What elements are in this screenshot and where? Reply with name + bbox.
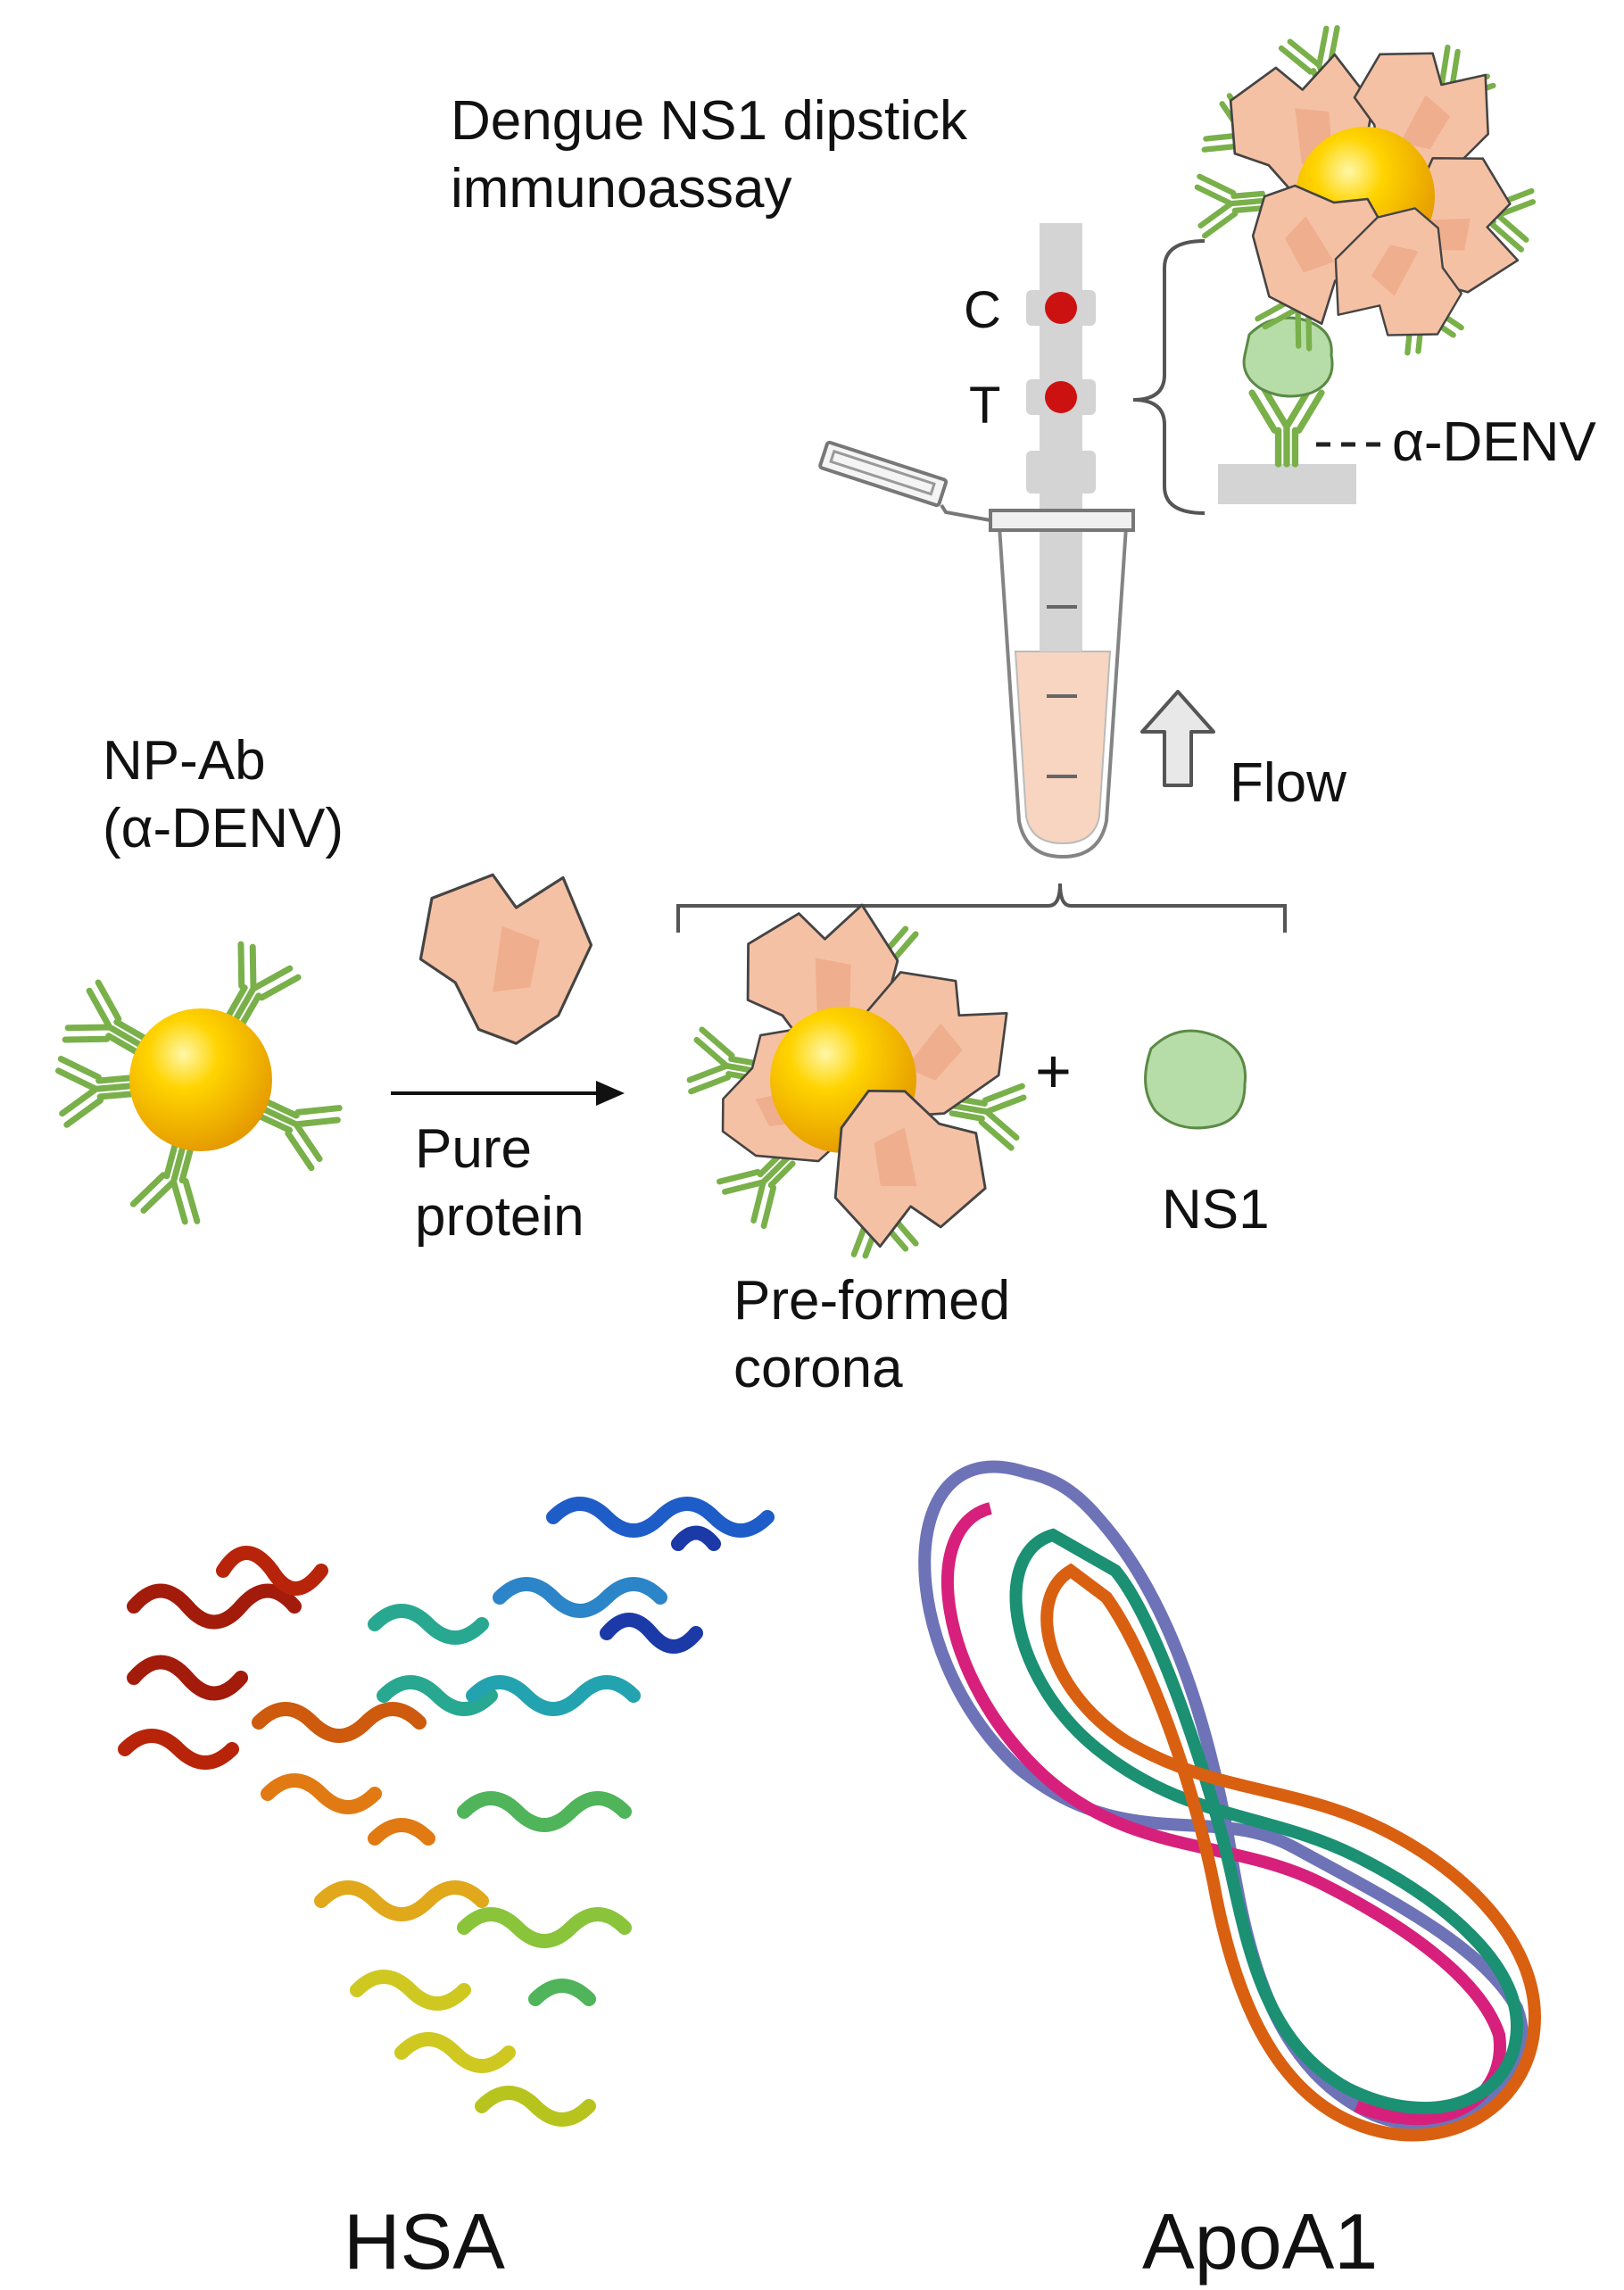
pure-protein-icon (418, 873, 593, 1045)
corona-bracket (676, 883, 1287, 933)
pure-protein-line-2: protein (415, 1185, 584, 1248)
control-line-dot (1045, 292, 1077, 324)
test-line-label: T (969, 377, 1001, 435)
hsa-structure-image (118, 1497, 775, 2127)
title-line-2: immunoassay (451, 157, 792, 220)
strip-pad (1218, 464, 1356, 504)
flow-label: Flow (1230, 752, 1346, 814)
pure-protein-label: Pure protein (415, 1116, 584, 1250)
corona-label: Pre-formed corona (733, 1267, 1010, 1402)
plus-sign: + (1035, 1036, 1072, 1106)
pre-formed-corona-complex (688, 896, 1031, 1257)
np-ab-label: NP-Ab (α-DENV) (103, 727, 344, 862)
ns1-free-icon (1144, 1029, 1247, 1130)
np-ab-label-line-2: (α-DENV) (103, 797, 344, 859)
apoa1-structure-image (918, 1460, 1542, 2142)
np-corona-complex-zoom (1197, 25, 1535, 356)
control-line-label: C (964, 281, 1001, 339)
flow-arrow-icon (1140, 690, 1215, 787)
ns1-bound-icon (1242, 316, 1334, 398)
corona-label-line-2: corona (733, 1337, 903, 1399)
ns1-label: NS1 (1162, 1179, 1270, 1240)
diagram-title: Dengue NS1 dipstick immunoassay (451, 87, 967, 222)
np-ab-particle (57, 942, 342, 1225)
eppendorf-tube (818, 440, 1135, 859)
capture-antibody-label: α-DENV (1392, 411, 1596, 473)
apoa1-label: ApoA1 (1142, 2197, 1379, 2286)
corona-label-line-1: Pre-formed (733, 1270, 1011, 1332)
strip-brace (1132, 239, 1206, 515)
capture-antibody-icon (1252, 389, 1322, 464)
pure-protein-line-1: Pure (415, 1118, 532, 1180)
hsa-label: HSA (344, 2197, 505, 2286)
title-line-1: Dengue NS1 dipstick (451, 90, 967, 152)
np-ab-label-line-1: NP-Ab (103, 730, 266, 792)
test-line-dot (1045, 381, 1077, 413)
